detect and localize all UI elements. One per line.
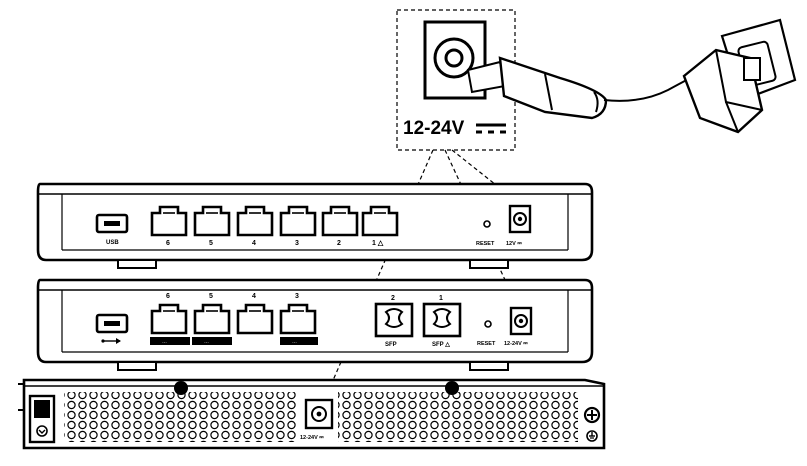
port-number: 3 [295,293,299,300]
vent-grille-left [64,392,296,442]
power-jack-icon[interactable] [304,398,334,430]
power-plug-icon [466,56,707,120]
ethernet-port-3[interactable] [279,303,317,335]
usb-icon [101,338,121,344]
sfp-label: SFP [385,342,397,348]
ethernet-port-2[interactable] [321,205,359,237]
port-label: 3 [295,240,299,247]
ethernet-port-3[interactable] [279,205,317,237]
power-callout: 12-24V [396,9,516,151]
power-label: 12V ⎓ [506,241,522,247]
sfp-port-2[interactable] [374,302,414,338]
port-group-text: … [292,339,297,345]
callout-voltage-label: 12-24V [403,118,465,139]
sfp-number: 2 [391,295,395,302]
sfp-port-1[interactable] [422,302,462,338]
ground-screw-icon [583,406,601,424]
power-jack-icon [423,20,487,100]
port-number: 6 [166,293,170,300]
usb-port[interactable] [95,213,129,234]
port-label: 1 △ [372,240,384,247]
ethernet-port-6[interactable] [150,205,188,237]
power-label: 12-24V ⎓ [300,435,324,441]
port-group-label: … … … [150,337,318,345]
ethernet-port-4[interactable] [236,205,274,237]
device-top: USB 6 5 4 3 2 1 △ RESET 12V ⎓ [36,182,594,269]
power-adapter-icon [682,48,764,134]
reset-label: RESET [476,241,495,247]
port-label: 5 [209,240,213,247]
power-jack-icon[interactable] [508,204,532,234]
callout-frame [396,9,516,151]
port-label: 6 [166,240,170,247]
reset-label: RESET [477,341,496,347]
port-label: 4 [252,240,256,247]
dc-symbol-icon [476,123,506,134]
power-label: 12-24V ⎓ [504,341,528,347]
ethernet-port-5[interactable] [193,205,231,237]
rocker-switch-icon[interactable] [28,394,56,444]
device-bottom: 12-24V ⎓ [18,378,606,450]
mount-screw-icon [445,381,459,395]
power-jack-icon[interactable] [509,306,533,336]
ground-symbol-icon [586,430,598,442]
mount-screw-icon [174,381,188,395]
ethernet-port-5[interactable] [193,303,231,335]
ethernet-port-6[interactable] [150,303,188,335]
port-number: 4 [252,293,256,300]
reset-hole-icon[interactable] [484,320,492,328]
port-group-text: … [204,339,209,345]
port-label: 2 [337,240,341,247]
usb-label: USB [106,240,119,246]
sfp-label: SFP △ [432,341,450,348]
ethernet-port-1[interactable] [361,205,399,237]
sfp-number: 1 [439,295,443,302]
port-group-text: … [162,339,167,345]
reset-hole-icon[interactable] [483,220,491,228]
usb-port[interactable] [95,313,129,334]
device-middle: 6 5 4 3 … … … 2 1 SFP SFP △ RESET [36,278,594,371]
vent-grille-right [338,392,578,442]
ethernet-port-4[interactable] [236,303,274,335]
port-number: 5 [209,293,213,300]
